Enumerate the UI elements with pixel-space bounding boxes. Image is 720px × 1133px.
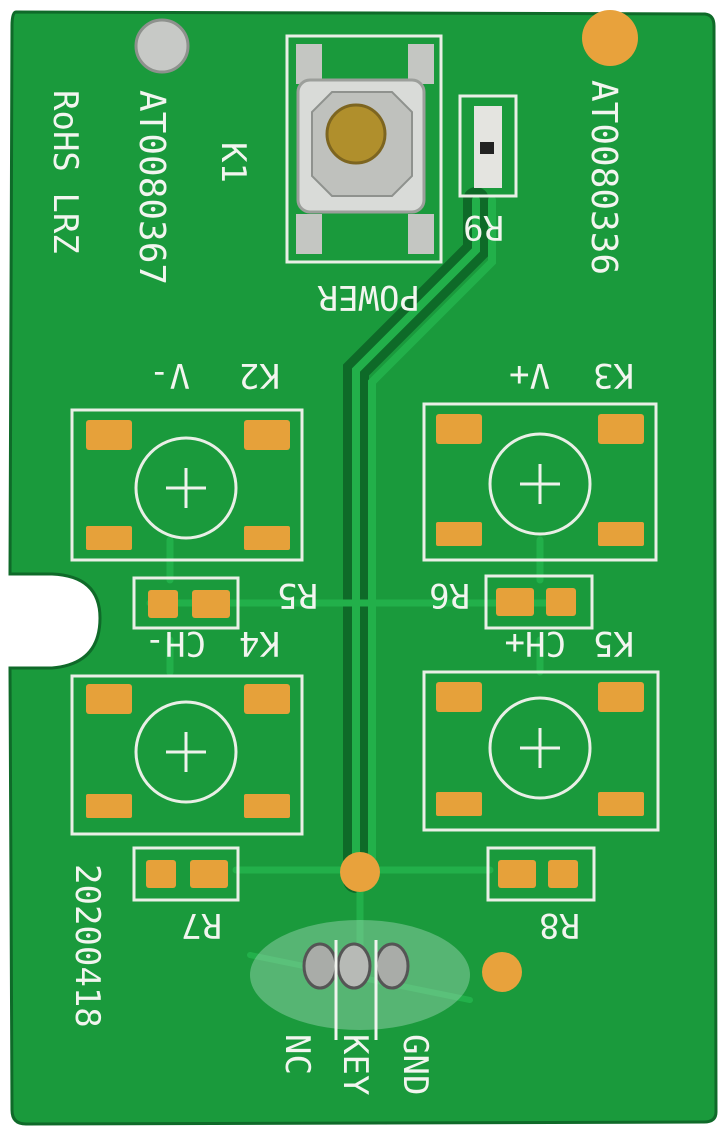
label-top-right-code: AT0080336 (583, 80, 624, 275)
cable-connector-solder (250, 920, 470, 1040)
test-pad (482, 952, 522, 992)
label-ch-minus: CH- (145, 623, 206, 663)
label-k2: K2 (239, 355, 280, 395)
fiducial-pad (582, 10, 638, 66)
label-v-plus: V+ (509, 355, 550, 395)
power-switch-k1 (285, 34, 443, 264)
label-pin-gnd: GND (395, 1034, 435, 1095)
label-k1: K1 (213, 142, 253, 183)
label-ch-plus: CH+ (505, 623, 566, 663)
resistor-r7 (132, 846, 240, 902)
label-pin-nc: NC (277, 1034, 317, 1075)
resistor-r8 (486, 846, 596, 902)
resistor-r9 (458, 94, 518, 198)
label-power: POWER (317, 277, 420, 317)
label-r8: R8 (539, 905, 580, 945)
mounting-hole (134, 18, 190, 74)
label-v-minus: V- (149, 355, 190, 395)
switch-k4 (70, 674, 304, 836)
label-r7: R7 (181, 905, 222, 945)
switch-k2 (70, 408, 304, 562)
test-pad (340, 852, 380, 892)
label-k4: K4 (239, 623, 280, 663)
label-date: 20200418 (67, 864, 107, 1028)
label-r9: R9 (463, 207, 504, 247)
resistor-r6 (484, 574, 594, 630)
label-k3: K3 (593, 355, 634, 395)
label-k5: K5 (593, 623, 634, 663)
label-rohs: RoHS LRZ (45, 90, 85, 254)
label-pin-key: KEY (335, 1034, 375, 1095)
switch-k3 (422, 402, 658, 562)
label-r5: R5 (277, 575, 318, 615)
label-top-left-code: AT0080367 (131, 90, 172, 285)
switch-k5 (422, 670, 660, 832)
resistor-r5 (132, 576, 240, 630)
label-r6: R6 (429, 575, 470, 615)
